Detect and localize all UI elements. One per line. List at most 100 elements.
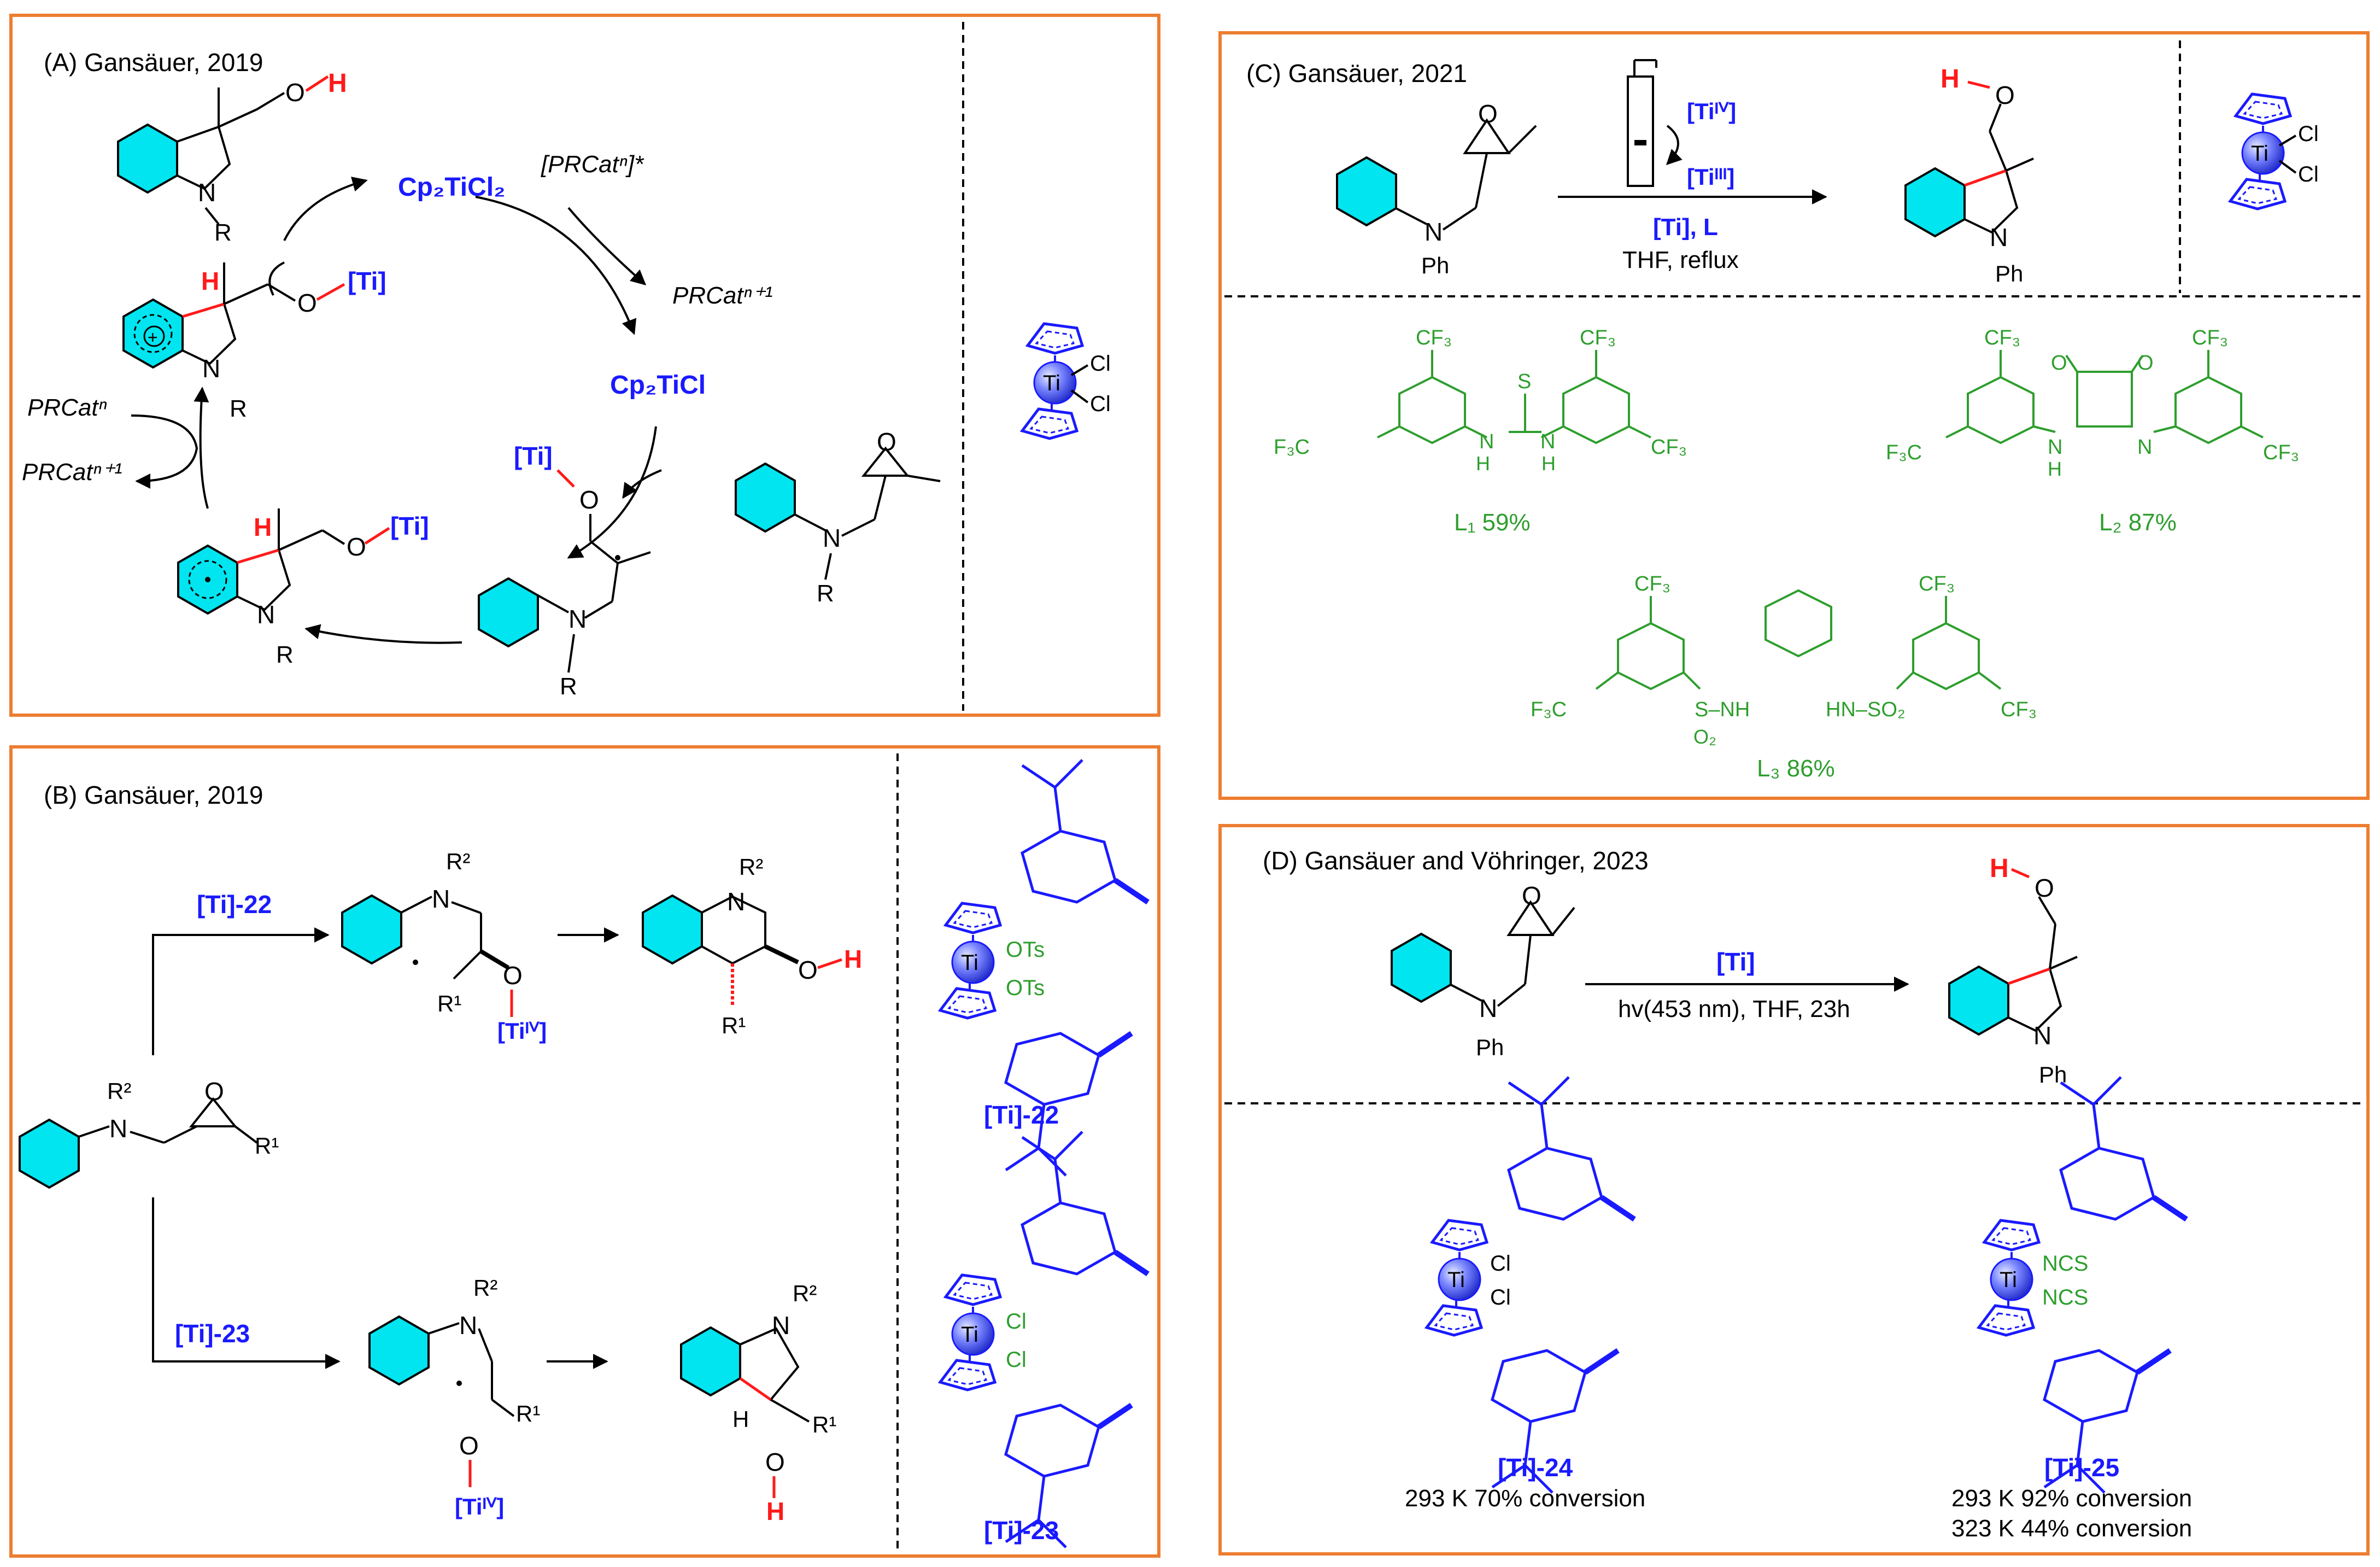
chloride-label: Cl xyxy=(1490,1252,1511,1276)
cf3-label: CF₃ xyxy=(2263,441,2299,464)
reagent-label: [Ti]-22 xyxy=(197,890,272,919)
phenyl-label: Ph xyxy=(1476,1034,1504,1060)
ti-label: [Tiᴵⱽ] xyxy=(1687,98,1736,124)
svg-text:N: N xyxy=(2033,1021,2051,1050)
cf3-label: CF₃ xyxy=(2192,326,2228,349)
svg-text:O: O xyxy=(579,486,599,514)
cycle-arrow xyxy=(622,469,662,499)
svg-text:N: N xyxy=(1425,218,1443,246)
svg-text:N: N xyxy=(727,887,745,916)
svg-text:HN–SO₂: HN–SO₂ xyxy=(1826,698,1906,721)
svg-text:N: N xyxy=(1990,223,2008,252)
atom-label: H xyxy=(844,945,862,973)
phenyl-label: Ph xyxy=(1421,253,1449,278)
reaction-conditions: [Ti], L xyxy=(1653,214,1718,241)
svg-text:R²: R² xyxy=(793,1281,817,1306)
svg-text:O: O xyxy=(1478,100,1498,128)
reaction-conditions: hv(453 nm), THF, 23h xyxy=(1618,996,1850,1022)
svg-text:O: O xyxy=(347,533,366,561)
ti-label: [Ti] xyxy=(514,442,553,470)
atom-label: H xyxy=(1941,65,1960,93)
svg-text:N: N xyxy=(2048,436,2062,459)
indoline-product: O H N Ph xyxy=(1904,65,2034,286)
panel-a: (A) Gansäuer, 2019 O H N R Cp₂TiCl₂ [PRC… xyxy=(22,48,1111,700)
svg-text:R²: R² xyxy=(446,849,470,874)
svg-text:+: + xyxy=(148,328,158,347)
cycle-arrow xyxy=(304,624,462,644)
panel-b: (B) Gansäuer, 2019 N R² O R¹ [Ti]-22 [Ti… xyxy=(19,760,1148,1547)
chloride-label: Cl xyxy=(2298,162,2319,186)
ligand-yield-label: L₂ 87% xyxy=(2099,509,2177,536)
svg-text:O₂: O₂ xyxy=(1693,726,1716,748)
panel-title: (D) Gansäuer and Vöhringer, 2023 xyxy=(1263,846,1649,875)
panel-title: (B) Gansäuer, 2019 xyxy=(44,781,263,809)
cycle-arrow xyxy=(268,261,285,296)
svg-text:O: O xyxy=(204,1077,224,1106)
chloride-label: Cl xyxy=(2298,122,2319,146)
branch-arrow xyxy=(152,1197,341,1369)
indoline-product: O H N R xyxy=(117,69,347,246)
svg-text:N: N xyxy=(2137,436,2152,459)
atom-label: R xyxy=(214,219,232,246)
cycle-arrow xyxy=(567,426,657,559)
ligand-yield-label: L₁ 59% xyxy=(1454,509,1531,536)
svg-text:R¹: R¹ xyxy=(812,1412,836,1437)
ti-label: [Tiᴵⱽ] xyxy=(497,1018,547,1044)
catalyst-result: 323 K 44% conversion xyxy=(1951,1515,2192,1542)
svg-text:S–NH: S–NH xyxy=(1695,698,1750,721)
panel-d-frame xyxy=(1218,824,2370,1556)
chloride-label: Cl xyxy=(1490,1285,1511,1309)
titanocene-icon: Ti Cl Cl xyxy=(1022,324,1111,438)
cf3-label: CF₃ xyxy=(1416,326,1452,349)
reagent-label: [Ti] xyxy=(1716,948,1755,976)
epoxide-substrate: N Ph O xyxy=(1391,881,1575,1060)
substrate: N R² O R¹ xyxy=(19,1077,279,1189)
cf3-label: F₃C xyxy=(1531,698,1567,721)
ti-label: Ti xyxy=(1043,371,1060,395)
substituent-label: R¹ xyxy=(255,1133,279,1159)
atom-label: H xyxy=(1990,854,2009,883)
svg-text:O: O xyxy=(765,1448,785,1476)
svg-text:S: S xyxy=(1517,370,1531,393)
svg-text:O: O xyxy=(459,1431,479,1460)
svg-text:N: N xyxy=(257,600,275,629)
photocatalyst-label: PRCatⁿ xyxy=(27,394,107,421)
svg-text:N: N xyxy=(823,524,841,552)
ti-label: [Ti] xyxy=(390,512,429,540)
ligand-yield-label: L₃ 86% xyxy=(1757,755,1835,782)
cf3-label: F₃C xyxy=(1886,441,1922,464)
epoxide-substrate: N O R xyxy=(735,428,941,607)
svg-text:R¹: R¹ xyxy=(722,1013,746,1038)
svg-text:H: H xyxy=(1476,452,1490,475)
svg-text:R: R xyxy=(817,580,834,607)
ligand-l2 xyxy=(1945,350,2264,445)
photocatalyst-label: PRCatⁿ⁺¹ xyxy=(22,459,122,486)
ti-label: Ti xyxy=(2251,142,2268,166)
svg-text:N: N xyxy=(202,354,220,383)
svg-text:O: O xyxy=(877,428,896,456)
cycle-arrow xyxy=(567,207,647,285)
panel-frames xyxy=(9,14,2370,1558)
chloride-label: Cl xyxy=(1006,1348,1027,1372)
catalyst-22-structure: Ti OTs OTs xyxy=(940,760,1148,1176)
chloride-label: Cl xyxy=(1090,352,1111,376)
catalyst-25-structure: Ti NCS NCS xyxy=(1979,1077,2186,1493)
cycle-arrow xyxy=(194,387,209,509)
reagent-label: [Ti]-23 xyxy=(175,1319,250,1348)
svg-text:O: O xyxy=(2137,352,2154,375)
panel-c: (C) Gansäuer, 2021 N Ph O [Tiᴵⱽ] [Tiᴵᴵᴵ]… xyxy=(1246,59,2319,782)
svg-text:O: O xyxy=(2035,874,2054,902)
radical-intermediate: N R² R¹ O [Tiᴵⱽ] xyxy=(368,1275,540,1519)
panel-d: (D) Gansäuer and Vöhringer, 2023 N Ph O … xyxy=(1263,846,2192,1542)
atom-label: H xyxy=(254,513,272,541)
titanocene-icon: Ti Cl Cl xyxy=(2230,94,2319,209)
svg-text:N: N xyxy=(568,605,587,633)
svg-text:H: H xyxy=(2048,458,2062,480)
chloride-label: Cl xyxy=(1090,392,1111,416)
svg-text:R¹: R¹ xyxy=(516,1401,540,1426)
svg-text:R: R xyxy=(276,641,294,668)
thiocyanate-label: NCS xyxy=(2042,1285,2088,1309)
thiocyanate-label: NCS xyxy=(2042,1252,2088,1276)
ti-label: [Tiᴵⱽ] xyxy=(455,1494,504,1519)
atom-label: H xyxy=(328,69,347,98)
